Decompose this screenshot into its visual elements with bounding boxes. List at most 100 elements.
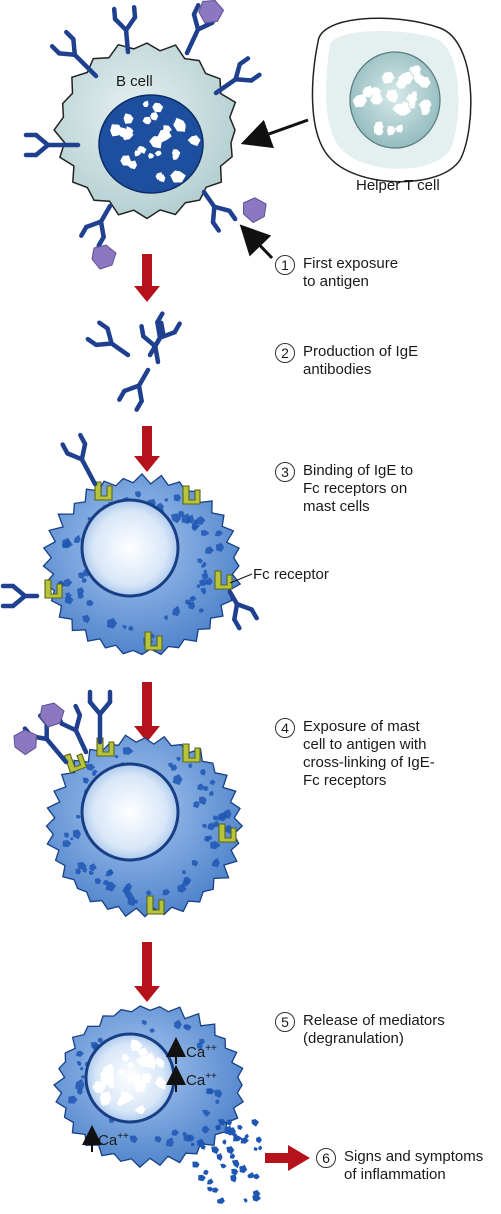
mast-cell-2-antibody-1-stem [44, 736, 69, 765]
b-cell-antibody-7-stem [201, 189, 217, 209]
red-arrow-4-shaft [142, 942, 152, 988]
b-cell-nucleus-chromatin-3 [123, 113, 134, 124]
b-cell-antibody-6 [79, 203, 113, 248]
b-cell-nucleus-chromatin-22 [155, 172, 162, 180]
b-cell-antibody-1-arm-b [71, 36, 78, 58]
helper-t-cell-label: Helper T cell [356, 177, 440, 194]
b-cell-antibody-5-arm-b [33, 132, 51, 148]
mast-cell-1-antibody-1-tip-a [60, 442, 70, 456]
mast-cell-1-nucleus [80, 498, 180, 598]
mast-cell-3-granule-59 [206, 1088, 214, 1095]
mast-cell-2-granule-13 [210, 841, 221, 850]
mast-cell-2-granule-51 [105, 868, 114, 877]
mast-cell-3-granule-61 [80, 1066, 84, 1071]
b-cell-antibody-4-stem [213, 76, 238, 96]
red-arrow-5-shaft [265, 1153, 291, 1163]
b-cell-label: B cell [116, 73, 153, 90]
mast-cell-2-granule-57 [85, 763, 96, 771]
mast-cell-2-granule-70 [177, 883, 187, 893]
b-cell-antibody-4 [213, 56, 262, 96]
mast-cell-3-granule-67 [154, 1136, 162, 1143]
mediator-granule-39 [237, 1125, 243, 1131]
mast-cell-3-granule-43 [75, 1078, 85, 1091]
b-cell-antibody-5 [23, 132, 81, 158]
b-cell-antibody-4-tip-a [237, 56, 251, 67]
free-antibody-3-arm-b [152, 330, 166, 349]
helper-signal-arrow [240, 118, 309, 149]
mast-cell-1-antibody-3-tip-b [232, 617, 242, 631]
mast-cell-1-granule-67 [192, 525, 198, 531]
step-text-6: Signs and symptoms of inflammation [344, 1148, 484, 1183]
mediator-granule-8 [239, 1164, 248, 1174]
mast-cell-2-receptor-5-shape [146, 895, 165, 915]
b-cell-nucleus-chromatin-12 [150, 112, 159, 121]
mast-cell-1-granule-103 [81, 577, 88, 583]
mast-cell-1-antibody-3 [227, 589, 259, 631]
mast-cell-2-granule-67 [209, 790, 214, 796]
free-igE-antibodies [85, 311, 182, 412]
helper-t-cell-nucleus-chromatin-20 [352, 94, 368, 108]
mast-cell-3-granule-3 [202, 1125, 210, 1134]
free-antibody-4-tip-a [134, 398, 144, 412]
mast-cell-3-nucleus-chromatin-16 [120, 1091, 134, 1106]
step-number-1: 1 [275, 255, 295, 275]
fc-receptor-pointer [229, 573, 253, 584]
mast-cell-2-granule-5 [209, 779, 216, 786]
red-arrow-3-shaft [142, 682, 152, 728]
b-cell-antibody-5-arm-a [33, 142, 51, 158]
mast-cell-1-receptor-5-shape [144, 631, 163, 651]
helper-t-cell-nucleus-chromatin-25 [371, 87, 382, 97]
mast-cell-1-antibody-3-arm-b [232, 601, 240, 622]
helper-t-cell-nucleus-chromatin-8 [394, 124, 403, 133]
step-text-4: Exposure of mast cell to antigen with cr… [303, 718, 435, 789]
mast-cell-2-receptor-1-shape [63, 753, 88, 774]
b-cell-antibody-3-arm-b [195, 20, 215, 32]
mast-cell-3-granule-7 [75, 1050, 84, 1057]
mast-cell-3-nucleus-chromatin-19 [154, 1077, 167, 1090]
mast-cell-2-granule-104 [146, 890, 152, 896]
mast-cell-3-granule-65 [80, 1075, 86, 1079]
helper-t-cell-nucleus-chromatin-21 [375, 127, 384, 136]
free-antibody-1-arm-b [105, 326, 114, 346]
mast-cell-3-nucleus-chromatin-17 [137, 1047, 148, 1057]
mast-cell-1-antibody-1-arm-a [65, 451, 85, 462]
mediator-granule-22 [252, 1193, 261, 1202]
mast-cell-3-granule-55 [215, 1099, 220, 1105]
helper-t-cell-nucleus-chromatin-19 [411, 68, 421, 77]
b-cell-antibody-2 [111, 5, 138, 55]
mast-cell-2-granule-105 [124, 890, 134, 900]
mast-cell-1-antibody-3-stem [227, 589, 240, 607]
mast-cell-1-antibody-2-arm-a [10, 593, 28, 609]
mast-cell-1-granule-96 [171, 513, 182, 524]
mast-cell-1-antibody-3-tip-a [249, 607, 259, 621]
mediator-granule-4 [207, 1186, 214, 1192]
mast-cell-2-antibody-3-arm-b [73, 712, 83, 733]
mast-cell-2-antibody-2 [87, 689, 113, 745]
mast-cell-1-granule-54 [164, 615, 168, 621]
mast-cell-2-granule-77 [72, 829, 81, 840]
b-cell-antibody-1-arm-a [56, 51, 78, 58]
helper-t-cell-nucleus-chromatin-3 [387, 126, 396, 136]
step-text-3: Binding of IgE to Fc receptors on mast c… [303, 462, 414, 515]
b-cell-antibody-6-stem [98, 203, 113, 224]
step-text-5: Release of mediators (degranulation) [303, 1012, 445, 1047]
mast-cell-3-nucleus-chromatin-23 [100, 1095, 111, 1106]
free-antibody-1-tip-b [97, 320, 110, 331]
b-cell-antibody-3-tip-a [191, 3, 201, 17]
b-cell-nucleus-chromatin-5 [134, 150, 142, 157]
red-arrow-1-shaft [142, 254, 152, 288]
b-cell [23, 0, 267, 270]
mast-cell-3-nucleus-chromatin-11 [134, 1105, 146, 1115]
calcium-label-1: Ca++ [186, 1043, 217, 1061]
b-cell-antibody-6-arm-b [84, 219, 104, 230]
mast-cell-2-antibody-2-arm-b [97, 699, 113, 717]
mediator-granule-5 [197, 1138, 206, 1146]
red-arrow-5 [265, 1145, 310, 1171]
free-antibody-4-stem [136, 367, 151, 388]
b-cell-antigen-3 [91, 244, 117, 270]
b-cell-nucleus-chromatin-25 [120, 155, 131, 166]
mast-cell-1-granule-86 [82, 614, 91, 624]
mast-cell-1-granule-53 [203, 569, 208, 574]
mast-cell-1-granule-70 [86, 599, 94, 607]
mast-cell-2-receptor-1 [63, 753, 88, 774]
